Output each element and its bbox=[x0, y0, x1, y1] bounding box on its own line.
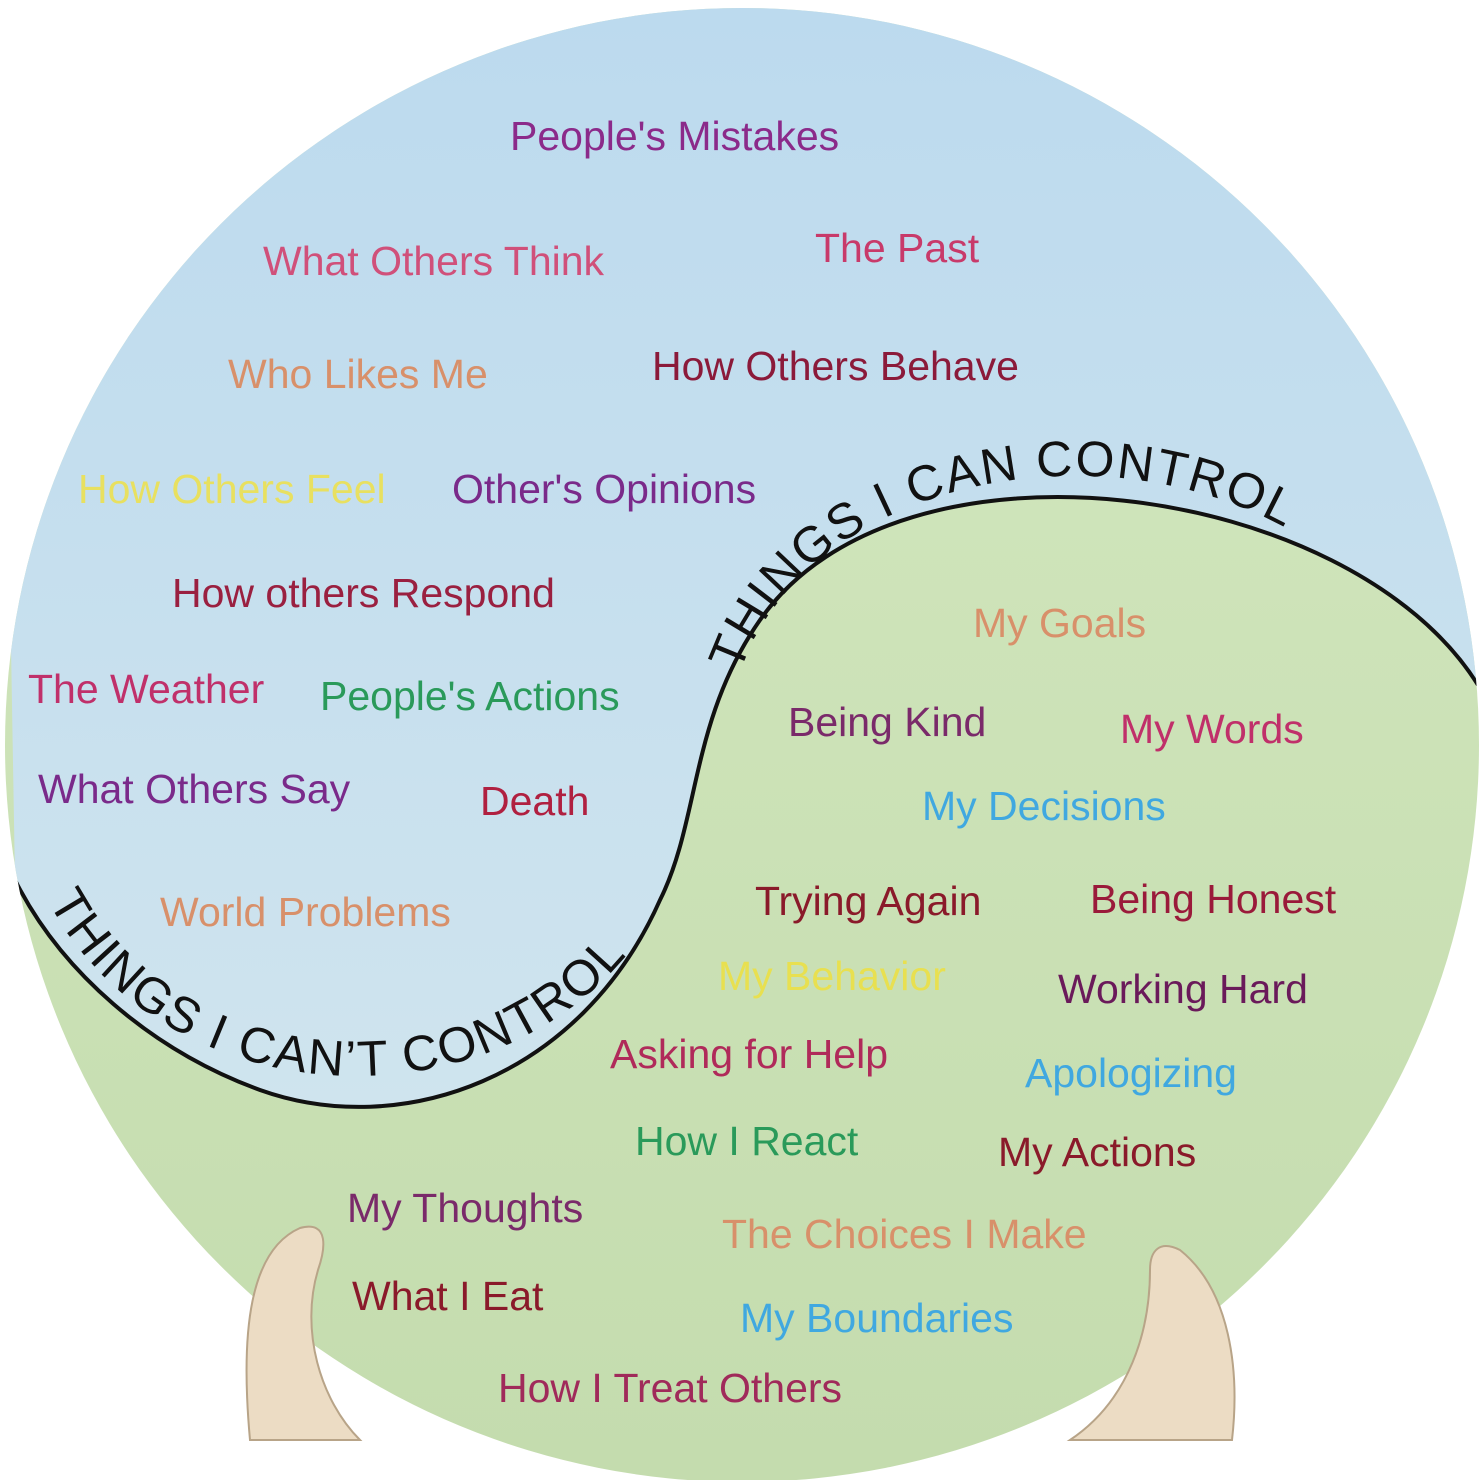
list-item: How Others Feel bbox=[78, 466, 386, 512]
list-item: My Words bbox=[1120, 706, 1304, 752]
list-item: What I Eat bbox=[352, 1273, 544, 1319]
list-item: The Choices I Make bbox=[722, 1211, 1087, 1257]
list-item: What Others Think bbox=[263, 238, 605, 284]
list-item: Asking for Help bbox=[610, 1031, 888, 1077]
list-item: My Behavior bbox=[718, 953, 946, 999]
list-item: World Problems bbox=[160, 889, 451, 935]
list-item: Death bbox=[480, 778, 589, 824]
list-item: How others Respond bbox=[172, 570, 555, 616]
list-item: What Others Say bbox=[38, 766, 351, 812]
list-item: My Goals bbox=[973, 600, 1146, 646]
stand-leg-left bbox=[245, 1225, 363, 1441]
stand-leg-right bbox=[1066, 1245, 1236, 1441]
list-item: Being Honest bbox=[1090, 876, 1337, 922]
list-item: People's Mistakes bbox=[510, 113, 839, 159]
can-control-list: My Goals Being Kind My Words My Decision… bbox=[347, 600, 1337, 1411]
list-item: My Actions bbox=[998, 1129, 1196, 1175]
list-item: How I React bbox=[635, 1118, 859, 1164]
list-item: Other's Opinions bbox=[452, 466, 756, 512]
list-item: The Past bbox=[815, 225, 980, 271]
list-item: The Weather bbox=[28, 666, 264, 712]
list-item: My Boundaries bbox=[740, 1295, 1013, 1341]
list-item: People's Actions bbox=[320, 673, 620, 719]
list-item: Trying Again bbox=[755, 878, 981, 924]
wooden-stand bbox=[245, 1225, 1236, 1441]
list-item: How I Treat Others bbox=[498, 1365, 842, 1411]
list-item: My Thoughts bbox=[347, 1185, 583, 1231]
list-item: Working Hard bbox=[1058, 966, 1308, 1012]
list-item: Who Likes Me bbox=[228, 351, 488, 397]
list-item: How Others Behave bbox=[652, 343, 1019, 389]
blue-region bbox=[5, 8, 1479, 1107]
list-item: Apologizing bbox=[1025, 1050, 1237, 1096]
cant-control-list: People's Mistakes What Others Think The … bbox=[28, 113, 1019, 935]
list-item: My Decisions bbox=[922, 783, 1166, 829]
list-item: Being Kind bbox=[788, 699, 986, 745]
divider-curve bbox=[13, 495, 1479, 1109]
